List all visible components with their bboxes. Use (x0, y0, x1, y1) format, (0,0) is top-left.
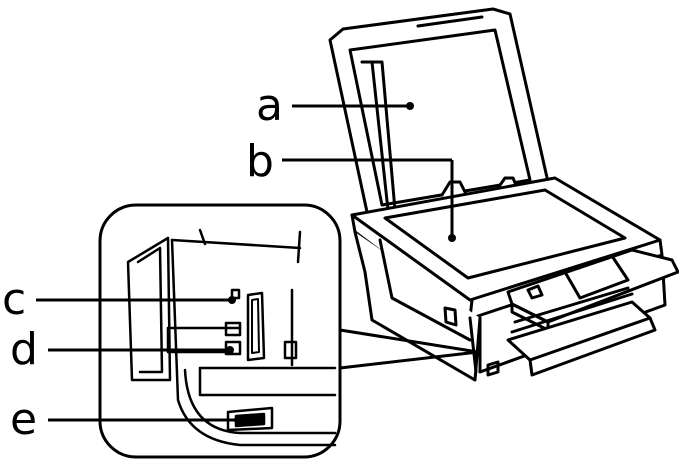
control-panel (506, 248, 679, 332)
inset-detail (126, 228, 337, 447)
leader-dots (226, 102, 456, 424)
callout-b: b (246, 136, 274, 187)
output-tray (506, 286, 657, 377)
leader-dot-a (406, 102, 414, 110)
printer-illustration (98, 7, 679, 459)
leader-dot-d (226, 346, 234, 354)
callout-c: c (2, 274, 26, 325)
leader-lines (36, 104, 454, 422)
callout-a: a (256, 80, 283, 131)
leader-dot-e (234, 416, 242, 424)
zoom-connector-lines (338, 328, 480, 370)
callout-e: e (10, 394, 37, 445)
leader-dot-b (448, 234, 456, 242)
callout-d: d (10, 324, 38, 375)
leader-dot-c (228, 296, 236, 304)
